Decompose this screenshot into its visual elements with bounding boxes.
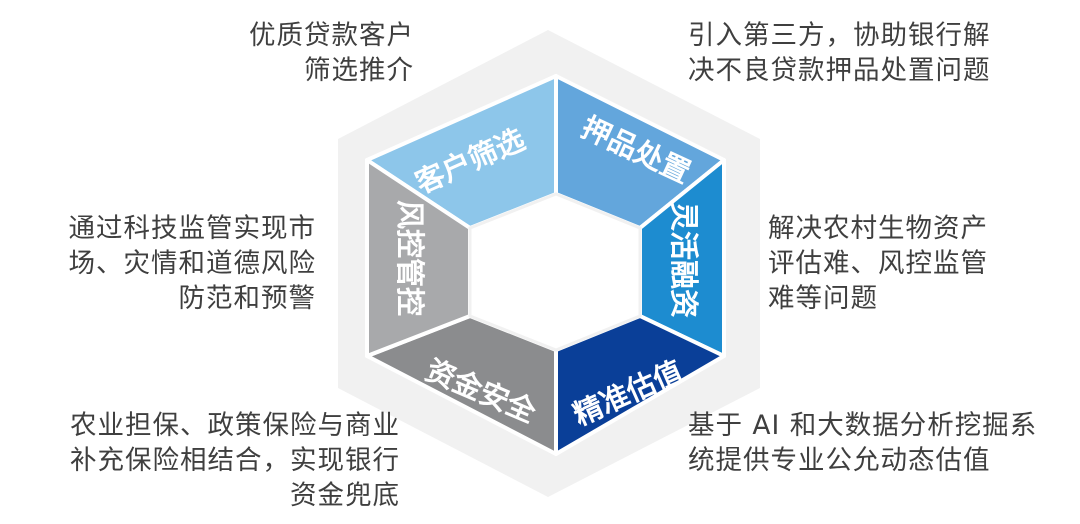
description-line: 筛选推介 bbox=[304, 55, 414, 86]
description-line: 场、灾情和道德风险 bbox=[68, 248, 316, 279]
description-collateral-disposal: 引入第三方，协助银行解 决不良贷款押品处置问题 bbox=[688, 18, 991, 88]
description-line: 基于 AI 和大数据分析挖掘系 bbox=[688, 410, 1038, 441]
description-line: 引入第三方，协助银行解 bbox=[688, 20, 991, 51]
description-line: 统提供专业公允动态估值 bbox=[688, 445, 991, 476]
description-line: 决不良贷款押品处置问题 bbox=[688, 55, 991, 86]
description-line: 难等问题 bbox=[768, 283, 878, 314]
description-fund-security: 农业担保、政策保险与商业 补充保险相结合，实现银行 资金兜底 bbox=[70, 408, 400, 513]
description-line: 资金兜底 bbox=[290, 480, 400, 511]
segment-label-flexible-financing: 灵活融资 bbox=[667, 202, 701, 318]
segment-label-risk-control: 风控管控 bbox=[393, 200, 427, 316]
description-line: 优质贷款客户 bbox=[249, 20, 414, 51]
description-flexible-financing: 解决农村生物资产 评估难、风控监管 难等问题 bbox=[768, 211, 988, 316]
description-line: 防范和预警 bbox=[178, 283, 316, 314]
description-line: 农业担保、政策保险与商业 bbox=[70, 410, 400, 441]
description-line: 通过科技监管实现市 bbox=[68, 213, 316, 244]
description-precise-valuation: 基于 AI 和大数据分析挖掘系 统提供专业公允动态估值 bbox=[688, 408, 1037, 478]
description-customer-screening: 优质贷款客户 筛选推介 bbox=[249, 18, 414, 88]
description-risk-control: 通过科技监管实现市 场、灾情和道德风险 防范和预警 bbox=[69, 211, 317, 316]
description-line: 评估难、风控监管 bbox=[768, 248, 988, 279]
description-line: 补充保险相结合，实现银行 bbox=[70, 445, 400, 476]
inner-hexagon bbox=[468, 192, 642, 352]
description-line: 解决农村生物资产 bbox=[768, 213, 988, 244]
